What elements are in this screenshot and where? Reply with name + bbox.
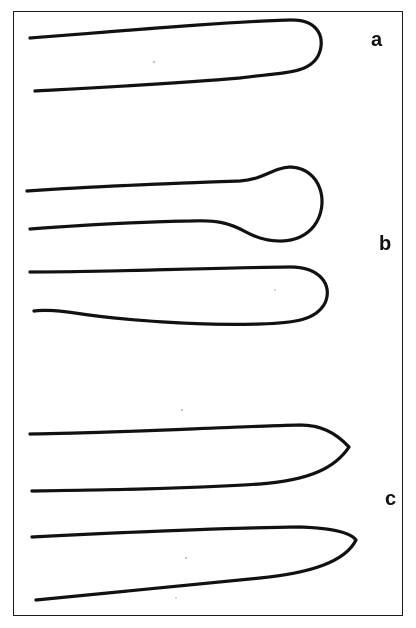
- scan-speck: [153, 61, 156, 64]
- label-a: a: [371, 30, 382, 50]
- outline-b-lower: [30, 267, 327, 324]
- outline-b-upper: [27, 167, 322, 241]
- outline-c-lower: [32, 527, 356, 600]
- scan-speck: [274, 289, 276, 291]
- outline-a: [30, 20, 321, 91]
- scan-speck: [181, 409, 183, 411]
- label-c: c: [385, 489, 396, 509]
- label-b: b: [379, 234, 391, 254]
- outline-c-upper: [30, 425, 349, 491]
- scan-speck: [175, 597, 177, 599]
- scan-speck: [185, 557, 187, 559]
